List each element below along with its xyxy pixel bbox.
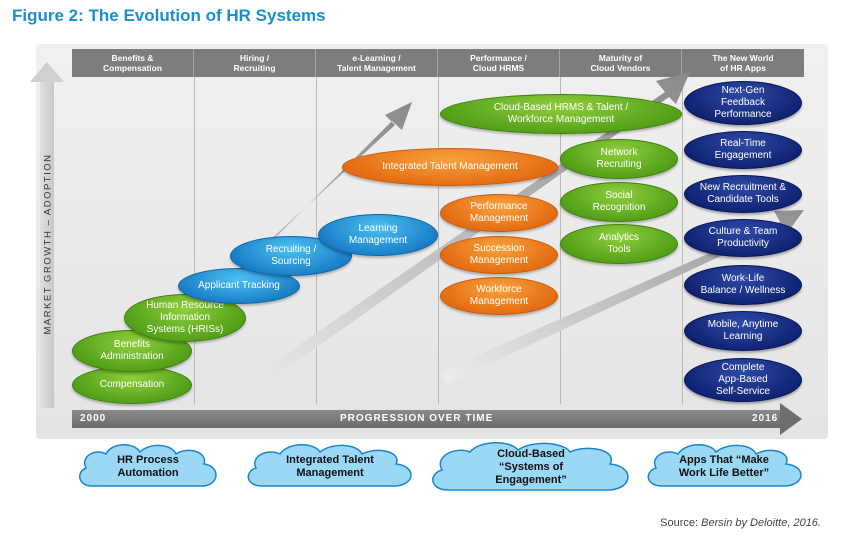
cloud-label: Cloud-Based “Systems of Engagement” [495, 447, 567, 486]
cloud-make-work-life-better: Apps That “Make Work Life Better” [640, 440, 808, 494]
stage-workforce-management: Workforce Management [440, 277, 558, 315]
figure-title: Figure 2: The Evolution of HR Systems [12, 6, 326, 25]
hr-app-recruitment-tools: New Recruitment & Candidate Tools [684, 175, 802, 213]
source-text: Bersin by Deloitte, 2016. [701, 517, 821, 529]
cloud-systems-of-engagement: Cloud-Based “Systems of Engagement” [424, 440, 638, 494]
column-header-new-world: The New World of HR Apps [682, 49, 804, 77]
hr-app-feedback-performance: Next-Gen Feedback Performance [684, 81, 802, 125]
cloud-shape [432, 442, 629, 491]
column-header-hiring: Hiring / Recruiting [194, 49, 316, 77]
x-axis-label: PROGRESSION OVER TIME [340, 413, 494, 424]
stage-learning-management: Learning Management [318, 214, 438, 256]
source-prefix: Source: [660, 517, 699, 529]
column-header-performance: Performance / Cloud HRMS [438, 49, 560, 77]
column-separator [682, 49, 683, 404]
column-separator [438, 49, 439, 404]
cloud-shape [647, 444, 802, 487]
column-header-elearning: e-Learning / Talent Management [316, 49, 438, 77]
timeline-start-year: 2000 [80, 413, 107, 424]
cloud-label: Integrated Talent Management [286, 454, 374, 479]
cloud-label: HR Process Automation [117, 454, 179, 479]
y-axis-arrow-head [30, 62, 64, 82]
hr-app-mobile-learning: Mobile, Anytime Learning [684, 311, 802, 351]
source-citation: Source: Bersin by Deloitte, 2016. [660, 517, 821, 529]
stage-succession-management: Succession Management [440, 236, 558, 274]
progression-arrow-head [780, 403, 802, 435]
stage-network-recruiting: Network Recruiting [560, 139, 678, 179]
column-header-maturity: Maturity of Cloud Vendors [560, 49, 682, 77]
column-separator [560, 49, 561, 404]
stage-integrated-talent-management: Integrated Talent Management [342, 148, 558, 186]
hr-app-work-life-balance: Work-Life Balance / Wellness [684, 265, 802, 305]
y-axis-arrow-shaft [40, 80, 54, 408]
column-header-benefits: Benefits & Compensation [72, 49, 194, 77]
hr-app-culture-productivity: Culture & Team Productivity [684, 219, 802, 257]
stage-performance-management: Performance Management [440, 194, 558, 232]
y-axis-label: MARKET GROWTH – ADOPTION [42, 153, 54, 335]
cloud-shape [79, 444, 217, 487]
stage-social-recognition: Social Recognition [560, 182, 678, 222]
cloud-shape [247, 444, 412, 487]
cloud-hr-process-automation: HR Process Automation [72, 440, 224, 494]
cloud-label: Apps That “Make Work Life Better” [678, 454, 770, 479]
cloud-integrated-talent-management: Integrated Talent Management [240, 440, 420, 494]
stage-compensation: Compensation [72, 366, 192, 404]
progression-bar [72, 410, 780, 428]
stage-cloud-based-hrms: Cloud-Based HRMS & Talent / Workforce Ma… [440, 94, 682, 134]
timeline-end-year: 2016 [752, 413, 779, 424]
hr-app-self-service: Complete App-Based Self-Service [684, 358, 802, 402]
column-separator [194, 49, 195, 404]
column-separator [316, 49, 317, 404]
stage-analytics-tools: Analytics Tools [560, 224, 678, 264]
stage-hris: Human Resource Information Systems (HRIS… [124, 294, 246, 342]
hr-app-real-time-engagement: Real-Time Engagement [684, 131, 802, 169]
